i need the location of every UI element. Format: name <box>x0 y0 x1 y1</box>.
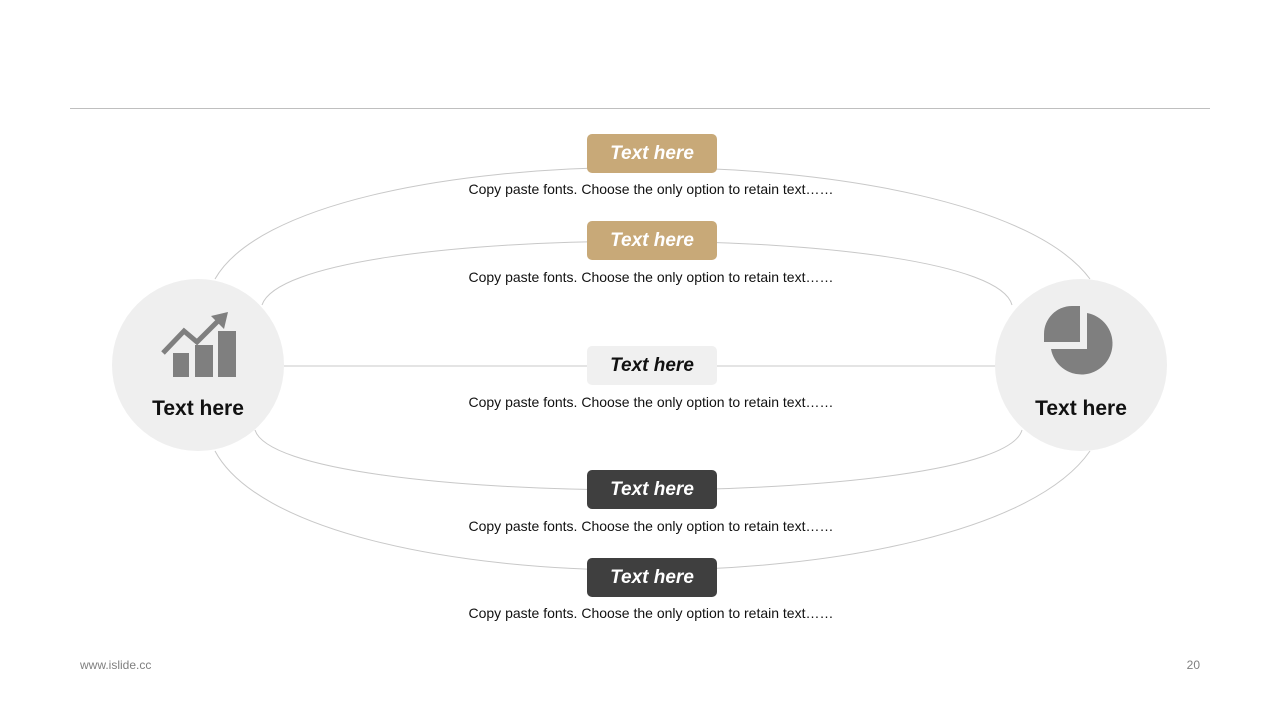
branch-3-title: Text here <box>587 346 717 385</box>
page-number: 20 <box>1186 658 1200 672</box>
branch-2-title: Text here <box>587 221 717 260</box>
branch-4-desc: Copy paste fonts. Choose the only option… <box>468 518 834 534</box>
branch-2-desc: Copy paste fonts. Choose the only option… <box>468 269 834 285</box>
left-node-label: Text here <box>152 397 244 420</box>
branch-5-title: Text here <box>587 558 717 597</box>
right-node-label: Text here <box>1035 397 1127 420</box>
branch-3-desc: Copy paste fonts. Choose the only option… <box>468 394 834 410</box>
footer-website[interactable]: www.islide.cc <box>80 658 152 672</box>
branch-5-desc: Copy paste fonts. Choose the only option… <box>468 605 834 621</box>
branch-1-desc: Copy paste fonts. Choose the only option… <box>468 181 834 197</box>
left-node: Text here <box>112 279 284 451</box>
top-divider <box>70 108 1210 109</box>
growth-chart-icon <box>161 312 236 377</box>
pie-chart-icon <box>1044 306 1113 375</box>
branch-4-title: Text here <box>587 470 717 509</box>
branch-1-title: Text here <box>587 134 717 173</box>
right-node: Text here <box>995 279 1167 451</box>
